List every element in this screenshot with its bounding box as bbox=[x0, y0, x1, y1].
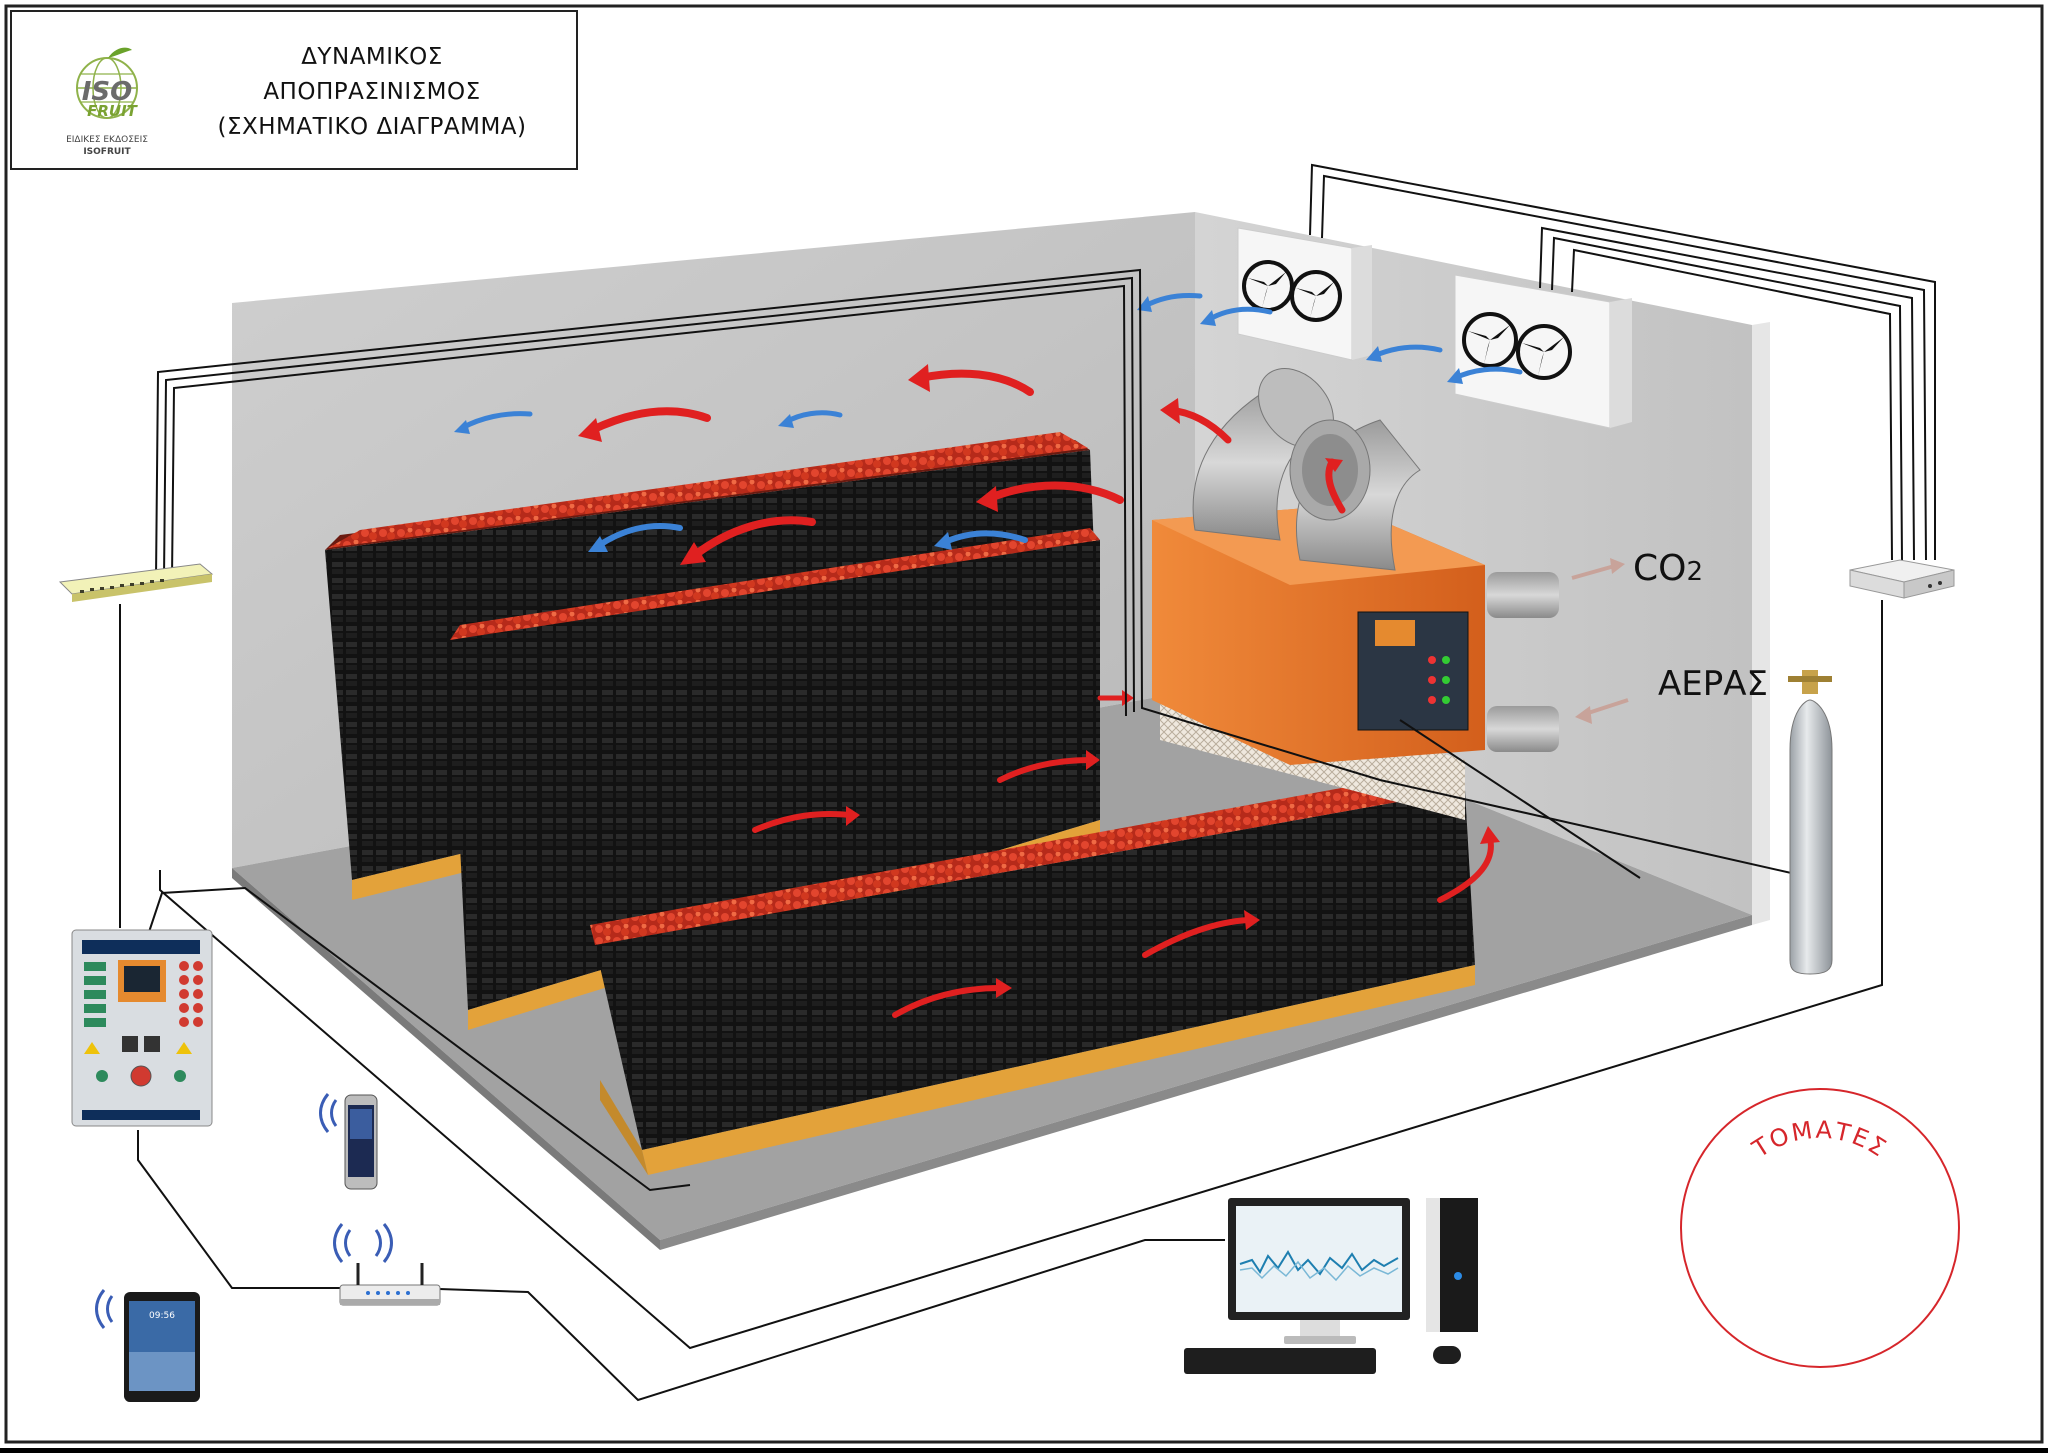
title-block: ISO FRUIT ΕΙΔΙΚΕΣ ΕΚΔΟΣΕΙΣ ISOFRUIT ΔΥΝΑ… bbox=[10, 10, 578, 170]
smartphone-icon bbox=[344, 1094, 378, 1190]
title-line-2: ΑΠΟΠΡΑΣΙΝΙΣΜΟΣ bbox=[263, 79, 481, 105]
air-inlet-pipe bbox=[1487, 706, 1559, 752]
desktop-computer-icon bbox=[1184, 1198, 1478, 1374]
product-label-svg: ΤΟΜΑΤΕΣ bbox=[1747, 1116, 1893, 1164]
fan-icon bbox=[1516, 324, 1572, 380]
co2-label-subscript: 2 bbox=[1686, 557, 1704, 587]
tablet-icon: 09:56 bbox=[124, 1292, 200, 1402]
product-name: ΤΟΜΑΤΕΣ bbox=[1747, 1116, 1893, 1164]
co2-label: CO2 bbox=[1633, 548, 1703, 589]
room-right-edge bbox=[660, 915, 1752, 1250]
evaporator-unit-2 bbox=[1454, 274, 1632, 429]
tablet-time: 09:56 bbox=[149, 1311, 175, 1321]
room-wall-edge bbox=[1752, 322, 1770, 925]
wifi-icon bbox=[319, 1093, 338, 1133]
pallet-stack-front bbox=[590, 770, 1475, 1175]
product-name-path: ΤΟΜΑΤΕΣ bbox=[1747, 1116, 1891, 1164]
air-label: ΑΕΡΑΣ bbox=[1658, 664, 1768, 704]
wifi-icon bbox=[95, 1289, 114, 1329]
control-panel-icon bbox=[71, 929, 213, 1127]
title-line-3: (ΣΧΗΜΑΤΙΚΟ ΔΙΑΓΡΑΜΜΑ) bbox=[217, 114, 527, 140]
gas-cylinder-icon bbox=[1788, 670, 1833, 975]
fan-icon bbox=[1462, 312, 1518, 368]
product-badge bbox=[1680, 1088, 1960, 1368]
logo-caption-1: ΕΙΔΙΚΕΣ ΕΚΔΟΣΕΙΣ bbox=[66, 135, 148, 145]
ethylene-generator bbox=[1152, 368, 1629, 820]
diagram-title: ΔΥΝΑΜΙΚΟΣ ΑΠΟΠΡΑΣΙΝΙΣΜΟΣ (ΣΧΗΜΑΤΙΚΟ ΔΙΑΓ… bbox=[192, 40, 552, 145]
title-line-1: ΔΥΝΑΜΙΚΟΣ bbox=[301, 44, 443, 70]
network-switch-icon bbox=[1849, 559, 1955, 599]
wifi-router-icon bbox=[339, 1263, 441, 1306]
logo-caption-2: ISOFRUIT bbox=[83, 147, 131, 157]
control-wiring bbox=[119, 163, 1936, 1402]
co2-outlet-pipe bbox=[1487, 572, 1559, 618]
network-switch-icon bbox=[58, 563, 214, 602]
fan-icon bbox=[1290, 270, 1342, 322]
co2-label-main: CO bbox=[1633, 548, 1687, 589]
airflow-arrows bbox=[454, 293, 1523, 1018]
room-front-edge bbox=[232, 868, 660, 1250]
evaporator-unit-1 bbox=[1237, 227, 1372, 361]
logo-sub-text: FRUIT bbox=[87, 102, 139, 120]
logo-main-text: ISO bbox=[82, 77, 133, 107]
wifi-icon bbox=[333, 1223, 393, 1263]
logo-globe-icon: ISO FRUIT ΕΙΔΙΚΕΣ ΕΚΔΟΣΕΙΣ ISOFRUIT bbox=[66, 47, 148, 157]
outer-frame bbox=[4, 4, 2044, 1444]
